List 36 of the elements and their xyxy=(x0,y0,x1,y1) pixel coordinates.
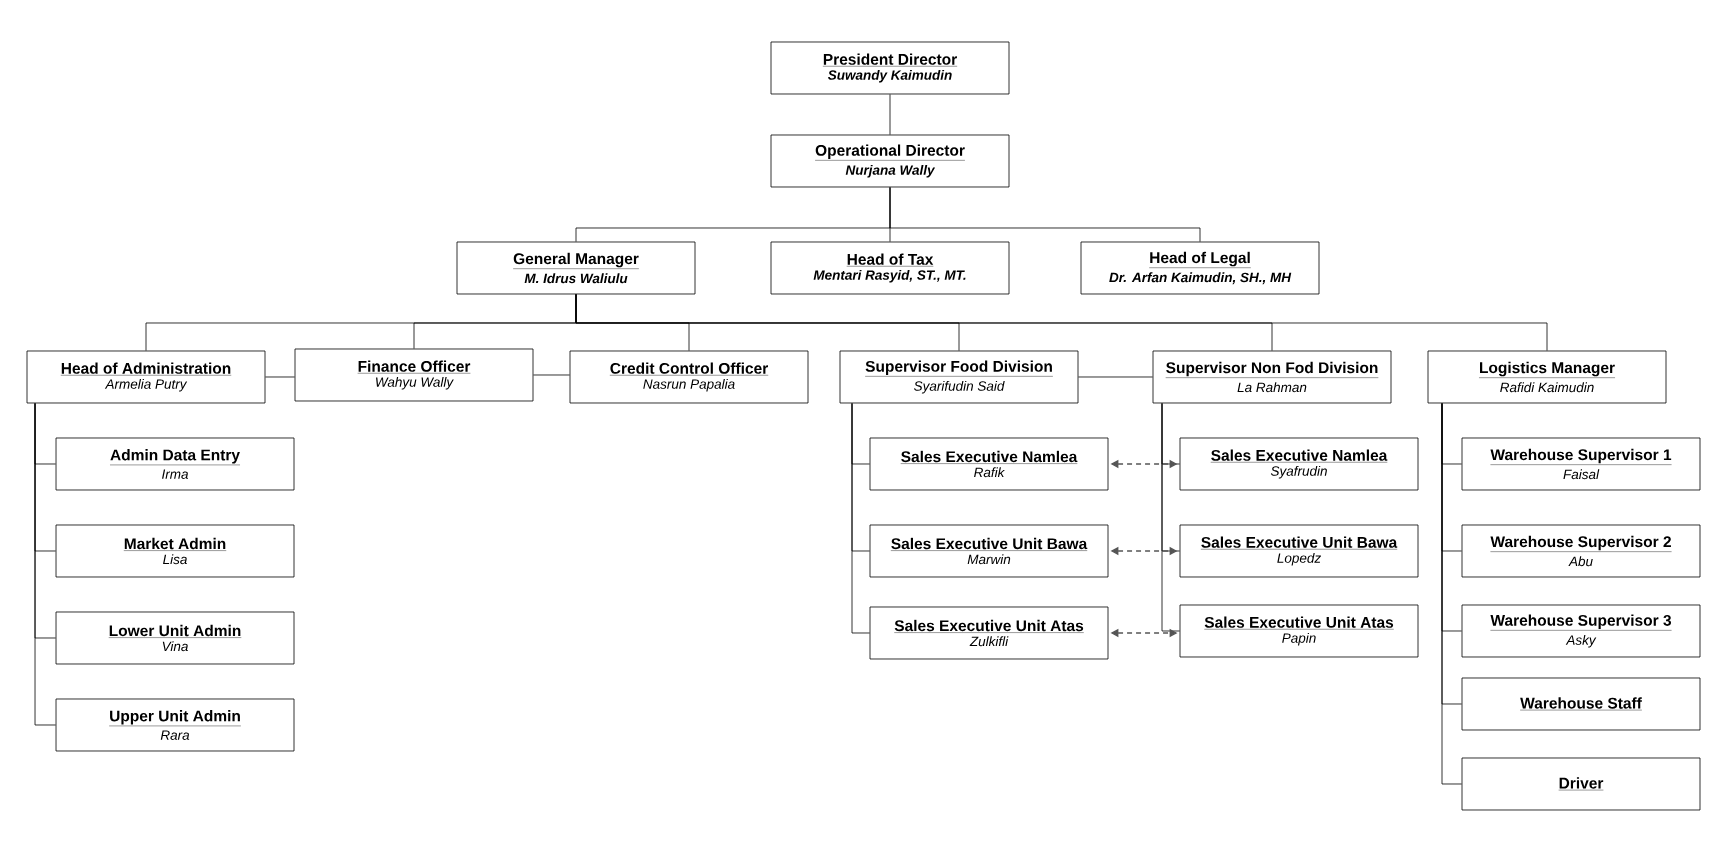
connector-line xyxy=(265,376,295,378)
position-box: Sales Executive Unit Atas Zulkifli xyxy=(869,606,1109,660)
position-box: Sales Executive Namlea Rafik xyxy=(869,437,1109,491)
position-box: Head of Tax Mentari Rasyid, ST., MT. xyxy=(770,241,1010,295)
position-box: Head of Administration Armelia Putry xyxy=(26,350,266,404)
connector-line xyxy=(533,374,570,376)
position-box: Sales Executive Unit Bawa Marwin xyxy=(869,524,1109,578)
position-box: Finance Officer Wahyu Wally xyxy=(294,348,534,402)
connector-line xyxy=(889,94,891,135)
connector-line xyxy=(851,403,870,634)
position-box: Driver xyxy=(1461,757,1701,811)
position-box: Warehouse Supervisor 3 Asky xyxy=(1461,604,1701,658)
position-box: Logistics Manager Rafidi Kaimudin xyxy=(1427,350,1667,404)
position-box: Sales Executive Unit Bawa Lopedz xyxy=(1179,524,1419,578)
position-box: Credit Control Officer Nasrun Papalia xyxy=(569,350,809,404)
position-box: Supervisor Non Fod Division La Rahman xyxy=(1152,350,1392,404)
position-box: Warehouse Supervisor 1 Faisal xyxy=(1461,437,1701,491)
connector-line xyxy=(1441,403,1462,785)
connector-line xyxy=(575,294,1548,351)
position-box: President Director Suwandy Kaimudin xyxy=(770,41,1010,95)
position-box: Lower Unit Admin Vina xyxy=(55,611,295,665)
position-box: Sales Executive Namlea Syafrudin xyxy=(1179,437,1419,491)
position-box: Supervisor Food Division Syarifudin Said xyxy=(839,350,1079,404)
connector-line xyxy=(889,187,1201,242)
connector-line xyxy=(1161,403,1180,632)
position-box: Admin Data Entry Irma xyxy=(55,437,295,491)
position-box: General Manager M. Idrus Waliulu xyxy=(456,241,696,295)
position-box: Operational Director Nurjana Wally xyxy=(770,134,1010,188)
connector-line xyxy=(1078,376,1153,378)
position-box: Warehouse Supervisor 2 Abu xyxy=(1461,524,1701,578)
position-box: Sales Executive Unit Atas Papin xyxy=(1179,604,1419,658)
position-box: Market Admin Lisa xyxy=(55,524,295,578)
position-box: Upper Unit Admin Rara xyxy=(55,698,295,752)
connector-line xyxy=(34,403,56,726)
position-box: Warehouse Staff xyxy=(1461,677,1701,731)
position-box: Head of Legal Dr. Arfan Kaimudin, SH., MH xyxy=(1080,241,1320,295)
